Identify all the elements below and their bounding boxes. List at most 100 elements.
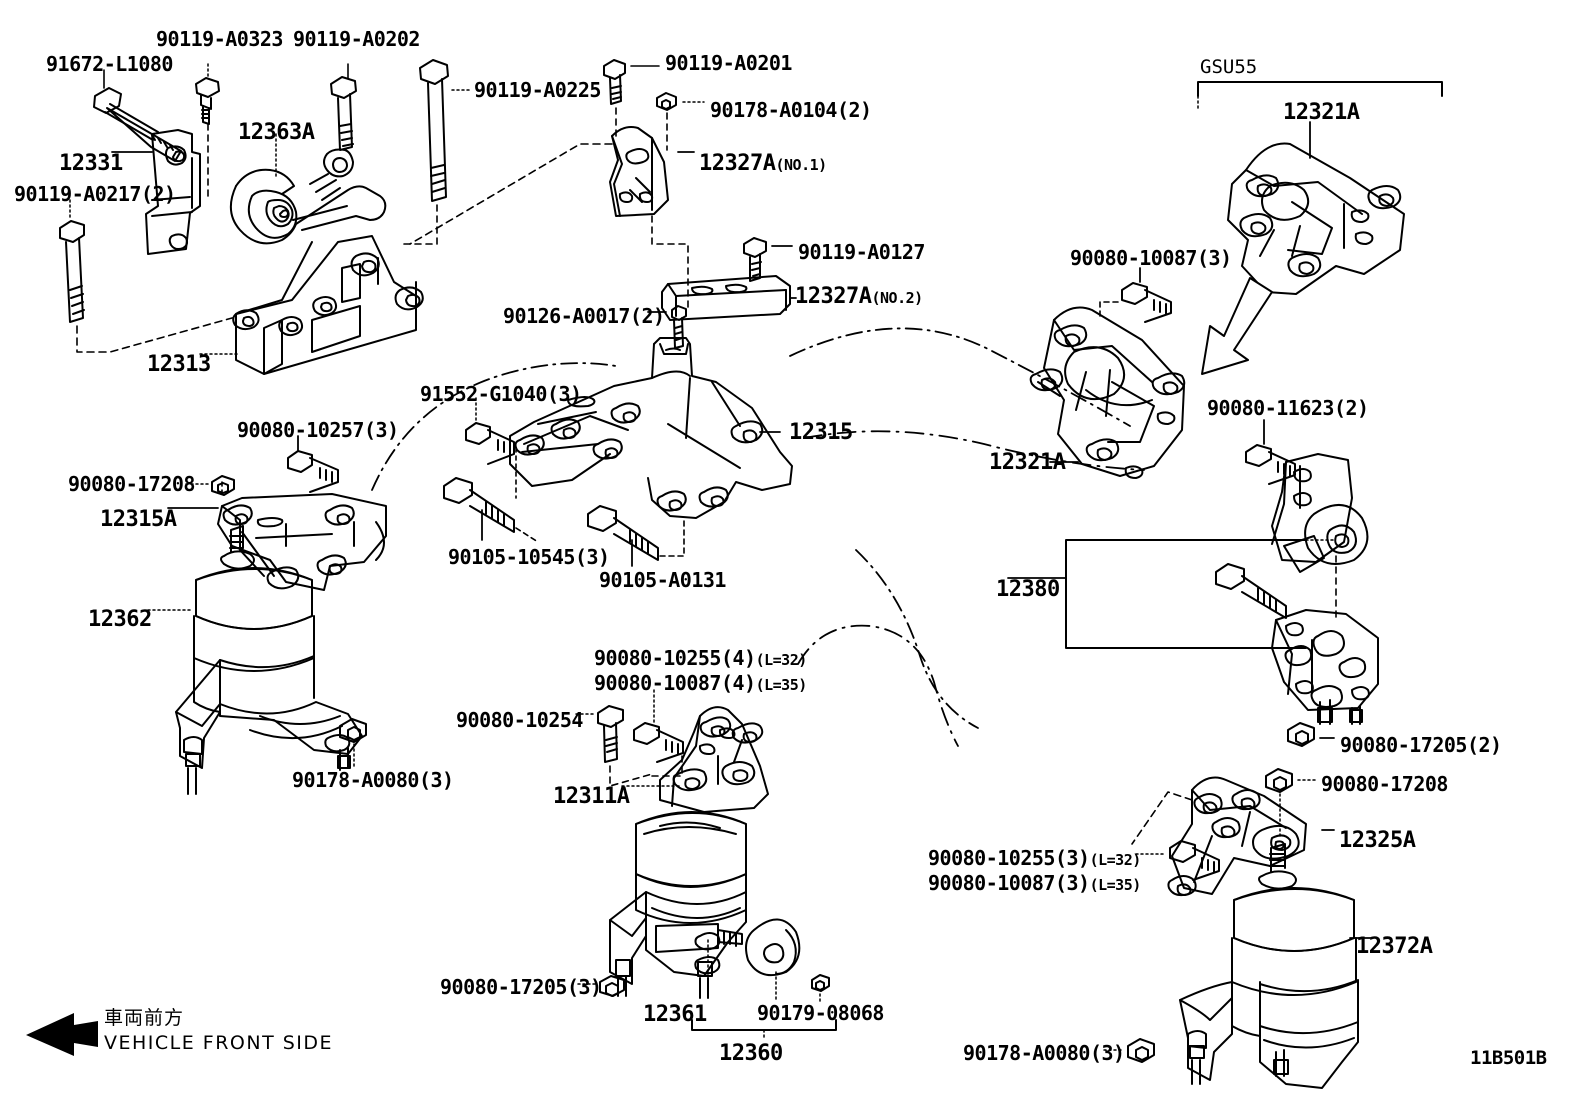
callout-12313: 12313 [147,352,211,377]
part-12327A-no2 [661,275,791,321]
callout-12331: 12331 [59,151,123,176]
bolt-90119-A0202 [330,76,357,151]
bolt-90105-A0131 [587,505,659,561]
nut-90178-A0104 [656,92,677,111]
callout-90178-a00803: 90178-A0080(3) [292,768,454,792]
callout-12315: 12315 [789,420,853,445]
vehicle-front-note-jp: 車両前方 [104,1007,185,1029]
part-12331 [145,129,201,255]
part-12313 [232,235,424,375]
callout-90080-100874: 90080-10087(4)(L=35) [594,671,807,696]
callout-length: (L=32) [1089,851,1142,869]
part-12380-lower [1271,609,1379,725]
callout-90119-a0127: 90119-A0127 [798,240,925,264]
callout-length: (L=35) [1089,876,1142,894]
callout-90105-a0131: 90105-A0131 [599,568,726,592]
part-12321A-top [1227,142,1405,295]
callout-90126-a00172: 90126-A0017(2) [503,304,665,328]
callout-number: 12327A [795,284,872,309]
bolt-90080-10087 [1121,282,1172,323]
nut-90178-A0080-right [1127,1038,1155,1063]
callout-12372a: 12372A [1356,934,1433,959]
callout-90119-a0323: 90119-A0323 [156,27,283,51]
callout-90105-105453: 90105-10545(3) [448,545,610,569]
bolt-90080-10254 [597,705,624,763]
bolt-90119-A0323 [195,77,220,125]
callout-group-m01: 90080-10255(4)(L=32)90080-10087(4)(L=35) [594,646,807,696]
callout-12362: 12362 [88,607,152,632]
callout-number: 90080-10087(4) [594,671,756,695]
callout-12363a: 12363A [238,120,315,145]
callout-12360: 12360 [719,1041,783,1066]
callout-90119-a0202: 90119-A0202 [293,27,420,51]
bolt-90105-10545 [443,477,515,533]
callout-number: 12327A [699,151,776,176]
callout-group-m02: 90080-10255(3)(L=32)90080-10087(3)(L=35) [928,846,1141,896]
left-arrow-icon [26,1013,98,1056]
part-12327A-no1 [609,126,669,217]
part-12361 [609,811,747,999]
figure-code: 11B501B [1470,1047,1547,1069]
callout-12327ano.1: 12327A(NO.1) [699,152,827,175]
callout-90080-100873: 90080-10087(3) [1070,246,1232,270]
bolt-90080-10255-10087-right [1169,840,1220,881]
callout-90080-10254: 90080-10254 [456,708,583,732]
part-12362 [175,525,363,795]
callout-90119-a02172: 90119-A0217(2) [14,182,176,206]
callout-90080-102554: 90080-10255(4)(L=32) [594,646,807,671]
callout-12327ano.2: 12327A(NO.2) [795,285,923,308]
callout-90178-a00803: 90178-A0080(3) [963,1041,1125,1065]
callout-number: 90080-10087(3) [928,871,1090,895]
bolt-90126-A0017 [671,305,687,349]
part-12380-upper [1271,453,1369,573]
callout-12315a: 12315A [100,507,177,532]
group-label-gsu55: GSU55 [1200,56,1258,78]
callout-90080-116232: 90080-11623(2) [1207,396,1369,420]
vehicle-front-note-en: VEHICLE FRONT SIDE [104,1032,334,1054]
nut-90080-17208-left [211,475,235,496]
callout-90178-a01042: 90178-A0104(2) [710,98,872,122]
bolt-90119-A0127 [743,237,767,282]
callout-12380: 12380 [996,577,1060,602]
nut-90080-17205-right [1287,722,1315,747]
callout-90080-172053: 90080-17205(3) [440,975,602,999]
callout-suffix: (NO.1) [775,156,827,174]
nut-90178-A0080-left [339,718,367,743]
callout-number: 90080-10255(3) [928,846,1090,870]
callout-90080-17208: 90080-17208 [68,472,195,496]
nut-90080-17208-right [1265,768,1293,793]
callout-suffix: (NO.2) [871,289,923,307]
part-12363A [229,148,387,245]
callout-90080-102553: 90080-10255(3)(L=32) [928,846,1141,871]
bolt-90119-A0201 [603,59,626,105]
callout-number: 90080-10255(4) [594,646,756,670]
bolt-90119-A0225 [419,59,449,202]
part-12315 [509,337,793,519]
part-12372A [1179,843,1359,1089]
callout-91552-g10403: 91552-G1040(3) [420,382,582,406]
bolt-90080-10255-10087 [633,722,684,763]
part-12325A [1167,776,1307,897]
callout-12311a: 12311A [553,784,630,809]
callout-90119-a0201: 90119-A0201 [665,51,792,75]
callout-90080-172052: 90080-17205(2) [1340,733,1502,757]
nut-90080-17205-bottom [599,975,625,997]
callout-90080-17208: 90080-17208 [1321,772,1448,796]
assembly-arrow [1201,277,1273,375]
callout-90119-a0225: 90119-A0225 [474,78,601,102]
callout-90080-102573: 90080-10257(3) [237,418,399,442]
callout-12325a: 12325A [1339,828,1416,853]
part-12311A [659,706,769,813]
callout-90080-100873: 90080-10087(3)(L=35) [928,871,1141,896]
callout-12321a: 12321A [989,450,1066,475]
callout-91672-l1080: 91672-L1080 [46,52,173,76]
washer-90179-08068 [811,974,830,992]
callout-length: (L=35) [755,676,808,694]
part-90179-08068 [745,918,801,976]
callout-length: (L=32) [755,651,808,669]
callout-90179-08068: 90179-08068 [757,1001,884,1025]
part-12321A-lower [1029,306,1186,479]
callout-12321a: 12321A [1283,100,1360,125]
